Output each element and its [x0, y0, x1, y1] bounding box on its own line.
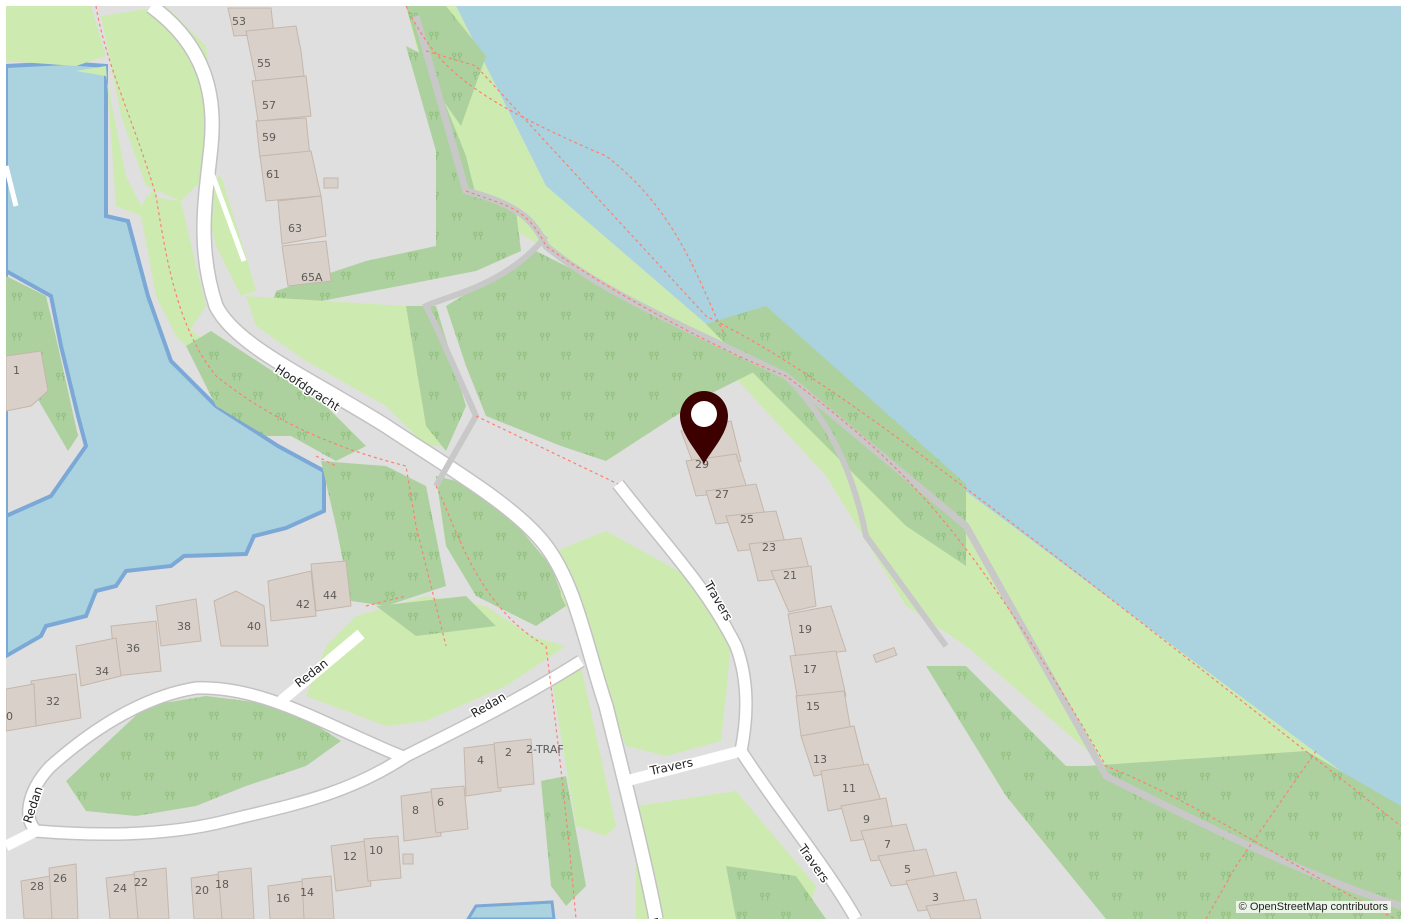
buildings-southwest — [6, 350, 535, 919]
grass-top-left — [6, 6, 106, 66]
house-number-26: 26 — [53, 872, 67, 885]
wood-redan-east-b — [436, 476, 566, 626]
house-number-12: 12 — [343, 850, 357, 863]
wood-hoofdgracht-west — [186, 331, 366, 461]
road-travers-west[interactable] — [624, 745, 743, 787]
house-number-10: 10 — [369, 844, 383, 857]
house-number-32: 32 — [46, 695, 60, 708]
house-number-63: 63 — [288, 222, 302, 235]
wood-redan-east — [321, 461, 446, 606]
central-grass — [246, 296, 446, 446]
path-east — [783, 373, 949, 648]
house-number-27: 27 — [715, 488, 729, 501]
house-number-4: 4 — [477, 754, 484, 767]
house-number-20: 20 — [195, 884, 209, 897]
road-redan-west[interactable] — [6, 826, 39, 851]
grass-strip — [146, 196, 206, 336]
house-number-2: 2 — [505, 746, 512, 759]
map-canvas[interactable]: 53 55 57 59 61 63 65A 29 27 25 23 21 19 … — [6, 6, 1401, 919]
house-number-11: 11 — [842, 782, 856, 795]
service-road-north — [208, 170, 247, 262]
grass-travers-park — [556, 531, 731, 756]
central-wood — [271, 46, 521, 306]
house-number-38: 38 — [177, 620, 191, 633]
house-number-14: 14 — [300, 886, 314, 899]
footpaths — [95, 6, 1401, 919]
house-number-8: 8 — [412, 804, 419, 817]
wood-hoofd-south — [541, 776, 586, 906]
house-number-9: 9 — [863, 813, 870, 826]
shore-wood-4 — [1086, 751, 1401, 866]
house-number-23: 23 — [762, 541, 776, 554]
wood-strip-2 — [406, 306, 466, 451]
house-number-53: 53 — [232, 15, 246, 28]
house-number-3: 3 — [932, 891, 939, 904]
grass-hoofd-south — [551, 666, 616, 836]
location-marker[interactable] — [680, 391, 728, 464]
house-number-65a: 65A — [301, 271, 323, 284]
harbour-water — [6, 60, 326, 659]
house-number-36: 36 — [126, 642, 140, 655]
wood-travers-south — [726, 866, 826, 919]
service-road-left — [6, 165, 19, 207]
house-number-21: 21 — [783, 569, 797, 582]
grass-redan-north — [306, 596, 566, 726]
house-number-42: 42 — [296, 598, 310, 611]
house-number-25: 25 — [740, 513, 754, 526]
house-number-22: 22 — [134, 876, 148, 889]
buildings-north — [227, 7, 339, 287]
house-number-6: 6 — [437, 796, 444, 809]
house-number-16: 16 — [276, 892, 290, 905]
house-number-5: 5 — [904, 863, 911, 876]
house-number-44: 44 — [323, 589, 337, 602]
wood-redan-north — [376, 596, 496, 636]
house-number-2-traf: 2-TRAF — [526, 743, 564, 756]
sea-water — [456, 6, 1401, 816]
road-redan-north[interactable] — [277, 629, 365, 706]
house-number-59: 59 — [262, 131, 276, 144]
house-number-18: 18 — [215, 878, 229, 891]
redan-loop-wood — [66, 696, 341, 816]
house-number-19: 19 — [798, 623, 812, 636]
street-label-hoofdgracht-south: H — [646, 916, 662, 919]
house-number-0: 0 — [6, 710, 13, 723]
house-number-34: 34 — [95, 665, 109, 678]
harbour-water-bottom — [466, 900, 556, 919]
house-number-24: 24 — [113, 882, 127, 895]
house-number-15: 15 — [806, 700, 820, 713]
house-number-13: 13 — [813, 753, 827, 766]
house-number-57: 57 — [262, 99, 276, 112]
house-number-55: 55 — [257, 57, 271, 70]
house-number-17: 17 — [803, 663, 817, 676]
house-number-28: 28 — [30, 880, 44, 893]
inner-path — [421, 234, 549, 488]
house-number-40: 40 — [247, 620, 261, 633]
grass-west-bank — [76, 66, 246, 371]
shore-wood-1 — [406, 6, 486, 126]
grass-strip-2 — [201, 176, 256, 296]
house-number-1: 1 — [13, 364, 20, 377]
house-number-61: 61 — [266, 168, 280, 181]
map-layer: 53 55 57 59 61 63 65A 29 27 25 23 21 19 … — [6, 6, 1401, 919]
map-attribution[interactable]: © OpenStreetMap contributors — [1235, 901, 1391, 913]
house-number-7: 7 — [884, 838, 891, 851]
